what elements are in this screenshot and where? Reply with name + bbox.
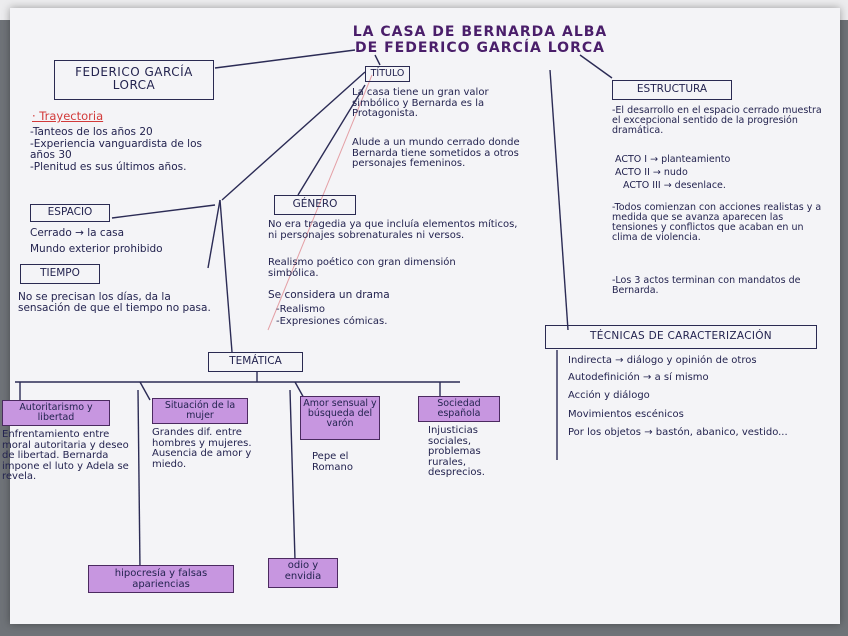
genero-list: -Realismo -Expresiones cómicas. bbox=[276, 304, 388, 328]
genero-text-3: Se considera un drama bbox=[268, 289, 390, 301]
line-drop-5 bbox=[137, 389, 141, 571]
subtopic-label: odio y envidia bbox=[284, 560, 322, 582]
line-drop-2 bbox=[139, 381, 151, 401]
title-line-2: DE FEDERICO GARCÍA LORCA bbox=[355, 40, 605, 57]
tematica-label: TEMÁTICA bbox=[229, 355, 282, 367]
actos-list: ACTO I → planteamiento ACTO II → nudo AC… bbox=[615, 155, 730, 192]
line-title-titulo bbox=[374, 54, 381, 66]
tecnicas-label: TÉCNICAS DE CARACTERIZACIÓN bbox=[590, 330, 772, 342]
tecnica-item: Indirecta → diálogo y opinión de otros bbox=[568, 355, 757, 366]
subtopic-text: Pepe el Romano bbox=[312, 451, 353, 473]
line-hub-espacio bbox=[111, 204, 216, 219]
espacio-label: ESPACIO bbox=[47, 206, 93, 218]
paper-sheet bbox=[10, 8, 840, 624]
tecnicas-list: Indirecta → diálogo y opinión de otros A… bbox=[568, 355, 838, 440]
tecnica-item: Acción y diálogo bbox=[568, 390, 650, 401]
tiempo-text: No se precisan los días, da la sensación… bbox=[18, 291, 211, 315]
titulo-label: TÍTULO bbox=[370, 68, 405, 79]
line-title-estructura bbox=[579, 54, 613, 79]
subtopic-label: Sociedad española bbox=[437, 398, 481, 419]
tecnica-item: Autodefinición → a sí mismo bbox=[568, 371, 709, 383]
estructura-text-2: -Todos comienzan con acciones realistas … bbox=[612, 202, 822, 243]
subtopic-sociedad: Sociedad española bbox=[418, 396, 500, 422]
espacio-box: ESPACIO bbox=[30, 204, 110, 222]
subtopic-odio: odio y envidia bbox=[268, 558, 338, 588]
genero-item: -Realismo bbox=[276, 304, 326, 315]
subtopic-text: Enfrentamiento entre moral autoritaria y… bbox=[2, 429, 129, 482]
espacio-line-1: Cerrado → la casa bbox=[30, 227, 125, 239]
trayectoria-item: -Tanteos de los años 20 bbox=[30, 126, 153, 138]
titulo-box: TÍTULO bbox=[365, 66, 410, 82]
subtopic-label: Amor sensual y búsqueda del varón bbox=[303, 398, 377, 429]
author-label: FEDERICO GARCÍA LORCA bbox=[75, 65, 193, 92]
subtopic-amor: Amor sensual y búsqueda del varón bbox=[300, 396, 380, 440]
line-pencil-faint bbox=[267, 74, 373, 331]
estructura-text-3: -Los 3 actos terminan con mandatos de Be… bbox=[612, 275, 801, 296]
line-author-title bbox=[214, 49, 356, 69]
tiempo-box: TIEMPO bbox=[20, 264, 100, 284]
estructura-label: ESTRUCTURA bbox=[636, 83, 708, 95]
subtopic-hipocresia: hipocresía y falsas apariencias bbox=[88, 565, 234, 593]
trayectoria-item: -Experiencia vanguardista de los años 30 bbox=[30, 138, 202, 162]
genero-item: -Expresiones cómicas. bbox=[276, 315, 388, 327]
line-titulo-genero bbox=[297, 84, 366, 196]
subtopic-label: Situación de la mujer bbox=[164, 400, 236, 421]
line-vertical-right bbox=[549, 69, 569, 331]
page-title: LA CASA DE BERNARDA ALBA DE FEDERICO GAR… bbox=[330, 24, 630, 56]
title-line-1: LA CASA DE BERNARDA ALBA bbox=[352, 24, 608, 40]
trayectoria-heading: · Trayectoria bbox=[32, 109, 104, 123]
tematica-box: TEMÁTICA bbox=[208, 352, 303, 372]
subtopic-label: Autoritarismo y libertad bbox=[19, 402, 93, 423]
subtopic-mujer: Situación de la mujer bbox=[152, 398, 248, 424]
genero-box: GÉNERO bbox=[274, 195, 356, 215]
subtopic-text: Injusticias sociales, problemas rurales,… bbox=[428, 425, 485, 478]
acto-item: ACTO II → nudo bbox=[615, 166, 688, 178]
tecnicas-box: TÉCNICAS DE CARACTERIZACIÓN bbox=[545, 325, 817, 349]
genero-text-1: No era tragedia ya que incluía elementos… bbox=[268, 219, 518, 241]
acto-item: ACTO III → desenlace. bbox=[623, 179, 726, 191]
tecnica-item: Por los objetos → bastón, abanico, vesti… bbox=[568, 427, 788, 438]
titulo-text-2: Alude a un mundo cerrado donde Bernarda … bbox=[352, 137, 520, 169]
acto-item: ACTO I → planteamiento bbox=[615, 154, 731, 165]
line-hub-tematica bbox=[219, 199, 233, 353]
espacio-line-2: Mundo exterior prohibido bbox=[30, 243, 163, 255]
line-drop-6 bbox=[289, 389, 296, 561]
estructura-text-1: -El desarrollo en el espacio cerrado mue… bbox=[612, 105, 822, 136]
line-titulo-espacio bbox=[221, 71, 366, 201]
titulo-text-1: La casa tiene un gran valor simbólico y … bbox=[352, 87, 489, 119]
subtopic-label: hipocresía y falsas apariencias bbox=[114, 568, 208, 590]
trayectoria-list: -Tanteos de los años 20 -Experiencia van… bbox=[30, 126, 230, 174]
estructura-box: ESTRUCTURA bbox=[612, 80, 732, 100]
line-espacio-tiempo bbox=[207, 199, 221, 269]
trayectoria-item: -Plenitud es sus últimos años. bbox=[30, 161, 187, 174]
genero-label: GÉNERO bbox=[292, 198, 338, 210]
author-box: FEDERICO GARCÍA LORCA bbox=[54, 60, 214, 100]
tecnica-item: Movimientos escénicos bbox=[568, 408, 684, 420]
genero-text-2: Realismo poético con gran dimensión simb… bbox=[268, 257, 456, 279]
tiempo-label: TIEMPO bbox=[40, 267, 80, 279]
subtopic-text: Grandes dif. entre hombres y mujeres. Au… bbox=[152, 427, 252, 470]
subtopic-autoritarismo: Autoritarismo y libertad bbox=[2, 400, 110, 426]
